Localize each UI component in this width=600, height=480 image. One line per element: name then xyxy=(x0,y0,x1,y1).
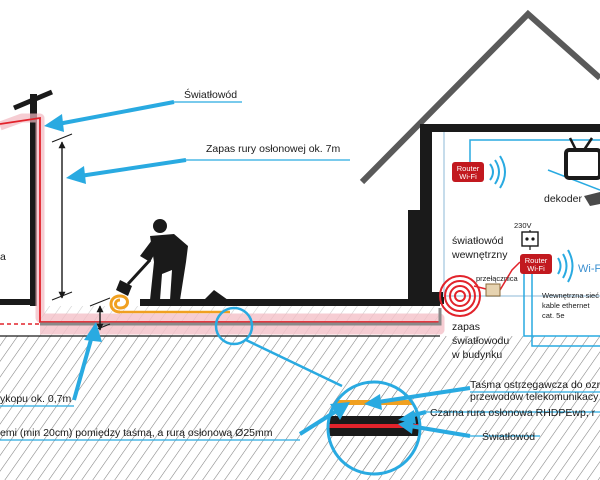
label-tape-2: przewodów telekomunikacy xyxy=(470,391,599,403)
label-trench-depth: ykopu ok. 0,7m xyxy=(0,393,71,405)
label-patch: przełącznica xyxy=(476,274,519,283)
fiber-coil-icon xyxy=(439,275,491,317)
utility-pole xyxy=(13,89,53,306)
router-top-line2: Wi-Fi xyxy=(459,172,477,181)
label-internal-net-1: Wewnętrzna sieć xyxy=(542,291,599,300)
worker-shovel-icon xyxy=(116,219,228,300)
label-indoor-fiber-2: wewnętrzny xyxy=(451,249,508,261)
leader-lines xyxy=(0,101,600,441)
label-reserve-2: światłowodu xyxy=(452,335,509,347)
fiber-route xyxy=(0,113,445,335)
label-conduit-reserve: Zapas rury osłonowej ok. 7m xyxy=(206,143,340,155)
label-tape-1: Taśma ostrzegawcza do ozn xyxy=(470,379,600,391)
router-top: Router Wi-Fi xyxy=(452,162,484,182)
label-black-pipe: Czarna rura osłonowa RHDPEwp, r xyxy=(430,407,596,419)
label-internal-net-2: kable ethernet xyxy=(542,301,590,310)
label-wifi: Wi-Fi xyxy=(578,263,600,275)
wifi-signal-icon xyxy=(557,249,574,283)
label-fiber-bottom: Światłowód xyxy=(482,430,535,443)
label-voltage: 230V xyxy=(514,221,532,230)
warning-tape xyxy=(109,294,230,314)
label-internal-net-3: cat. 5e xyxy=(542,311,565,320)
label-indoor-fiber-1: światłowód xyxy=(452,235,504,247)
router-mid-line2: Wi-Fi xyxy=(527,264,545,273)
label-ground-gap: emi (min 20cm) pomiędzy taśmą, a rurą os… xyxy=(0,427,273,439)
router-mid: Router Wi-Fi xyxy=(520,254,552,274)
label-left-cut: a xyxy=(0,251,6,263)
depth-dimension xyxy=(51,133,111,333)
power-socket-icon xyxy=(521,231,539,247)
wifi-signal-icon xyxy=(489,155,506,189)
label-reserve-3: w budynku xyxy=(451,349,502,361)
decoder-icon xyxy=(584,192,600,206)
router-top-line1: Router xyxy=(457,164,480,173)
patch-panel xyxy=(485,283,501,297)
label-decoder: dekoder xyxy=(544,193,582,205)
label-reserve-1: zapas xyxy=(452,321,480,333)
pointer-arrows xyxy=(44,100,471,438)
router-mid-line1: Router xyxy=(525,256,548,265)
label-fiber-top: Światłowód xyxy=(184,88,237,101)
tv-icon xyxy=(564,137,600,180)
